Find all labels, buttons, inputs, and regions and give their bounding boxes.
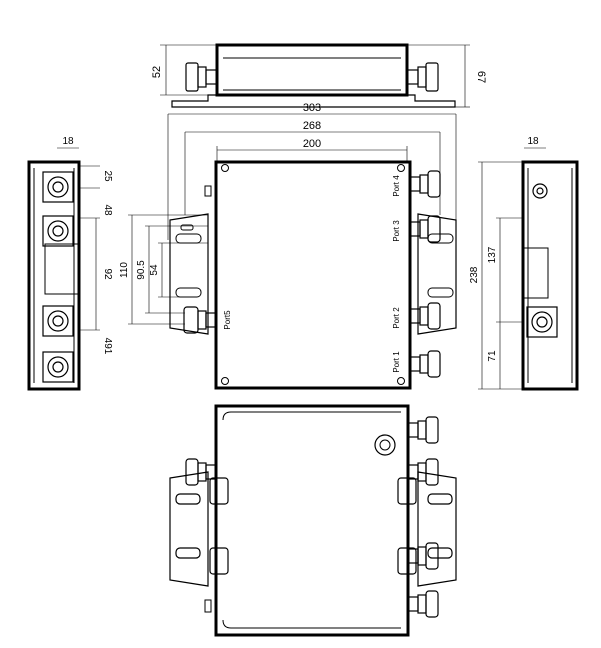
dim-left-48: 48 [102, 204, 113, 216]
right-ground-terminal [532, 183, 548, 199]
left-connector-1 [42, 171, 74, 203]
dim-right-width: 18 [527, 136, 539, 147]
right-view-body [521, 160, 579, 391]
front-left-bracket [169, 213, 209, 335]
left-side-view [27, 147, 100, 391]
bottom-connector-2 [407, 458, 439, 486]
bottom-connector-left [185, 458, 217, 486]
dim-left-92: 92 [102, 268, 113, 280]
dim-front-54: 54 [149, 264, 160, 276]
bottom-left-bracket [169, 471, 229, 587]
dim-left-25: 25 [102, 170, 113, 182]
dim-mount-width: 268 [303, 120, 321, 132]
dim-overall-width: 303 [303, 102, 321, 114]
dim-right-238: 238 [469, 266, 480, 283]
port4-label: Port 4 [392, 175, 401, 197]
port4-connector [409, 170, 441, 198]
port1-connector [409, 350, 441, 378]
dim-front-90-5: 90.5 [136, 260, 147, 280]
front-right-bracket [417, 213, 457, 335]
top-view [160, 43, 470, 108]
port3-label: Port 3 [392, 220, 401, 242]
bottom-view-body [214, 404, 410, 637]
dim-top-height-right: 67 [475, 71, 487, 83]
port1-label: Port 1 [392, 351, 401, 373]
top-left-connector [185, 62, 218, 92]
dim-right-71: 71 [487, 350, 498, 362]
top-right-connector [406, 62, 439, 92]
left-connector-3 [42, 305, 74, 337]
width-dimensions [167, 113, 457, 240]
port5-label: Port5 [223, 310, 232, 330]
bottom-connector-1 [407, 416, 439, 444]
port3-connector [409, 215, 441, 243]
right-side-view [478, 147, 579, 391]
port2-connector [409, 302, 441, 330]
bottom-connector-4 [407, 590, 439, 618]
front-view [128, 160, 457, 390]
top-view-bracket [171, 94, 456, 108]
top-view-body [215, 43, 409, 97]
left-view-body [27, 160, 81, 391]
bottom-connector-3 [407, 542, 439, 570]
port2-label: Port 2 [392, 307, 401, 329]
left-connector-4 [42, 351, 74, 383]
dim-front-110: 110 [119, 262, 130, 278]
dim-right-137: 137 [487, 246, 498, 263]
dim-top-height: 52 [151, 66, 163, 78]
dim-left-width: 18 [62, 136, 74, 147]
right-connector [526, 306, 558, 338]
dim-body-width: 200 [303, 138, 321, 150]
dim-left-491: 491 [102, 338, 113, 355]
left-connector-2 [42, 215, 74, 247]
port5-connector [183, 306, 217, 334]
bottom-view [169, 404, 457, 637]
front-view-body [214, 160, 412, 390]
